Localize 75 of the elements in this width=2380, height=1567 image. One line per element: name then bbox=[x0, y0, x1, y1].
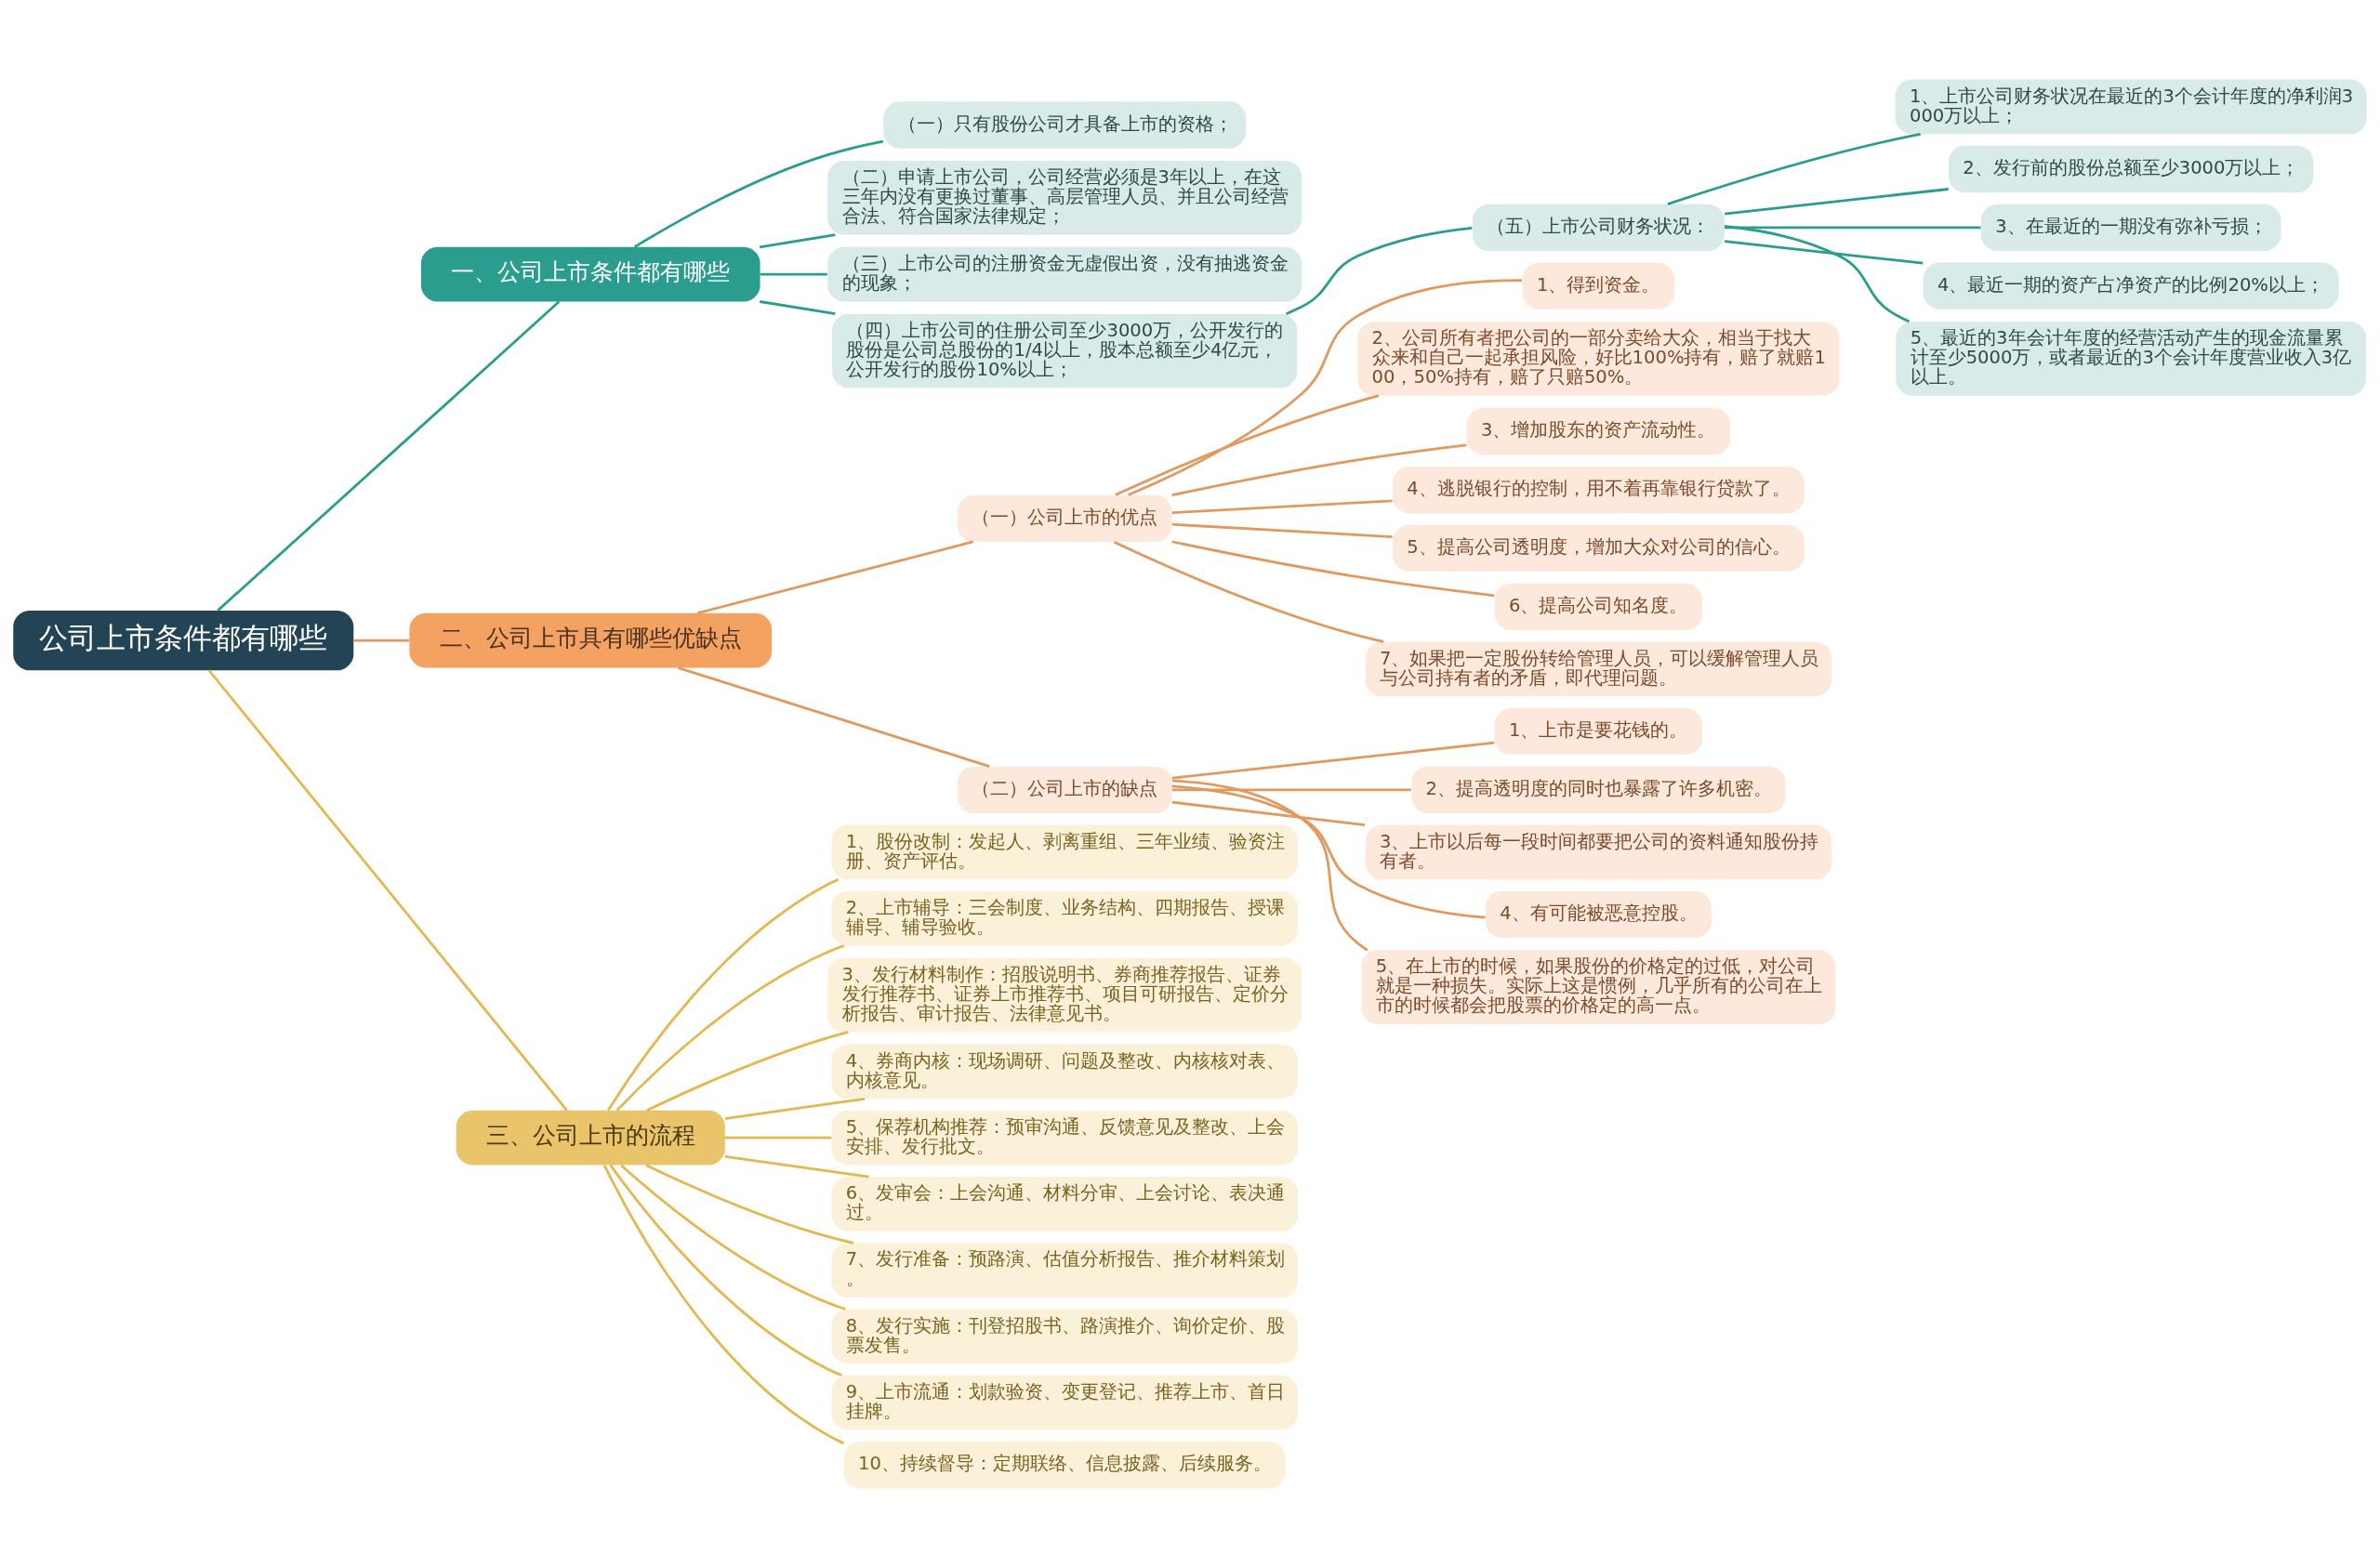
node-box: （三）上市公司的注册资金无虚假出资，没有抽逃资金的现象； bbox=[827, 246, 1302, 301]
node-box: 2、提高透明度的同时也暴露了许多机密。 bbox=[1411, 766, 1786, 813]
node-box: （五）上市公司财务状况： bbox=[1472, 204, 1725, 251]
connector bbox=[1724, 187, 1949, 215]
node-box: 5、在上市的时候，如果股份的价格定的过低，对公司就是一种损失。实际上这是惯例，几乎所有的公司在上市的时候都会把股票的价格定的高一点。 bbox=[1361, 949, 1836, 1024]
connector bbox=[1171, 499, 1393, 514]
connector bbox=[634, 139, 884, 248]
node-box: 1、得到资金。 bbox=[1522, 262, 1675, 309]
connector bbox=[1285, 226, 1473, 315]
node-box: （四）上市公司的住册公司至少3000万，公开发行的股份是公司总股份的1/4以上，股本总额至少4亿元，公开发行的股份10%以上； bbox=[832, 313, 1298, 388]
node-box: 4、最近一期的资产占净资产的比例20%以上； bbox=[1923, 262, 2339, 309]
node-box: 6、发审会：上会沟通、材料分审、上会讨论、表决通过。 bbox=[831, 1176, 1298, 1231]
node-box: 1、上市是要花钱的。 bbox=[1494, 707, 1703, 755]
node-box: 8、发行实施：刊登招股书、路演推介、询价定价、股票发售。 bbox=[831, 1309, 1298, 1363]
node-box: （一）公司上市的优点 bbox=[957, 494, 1172, 542]
connector bbox=[1171, 539, 1495, 597]
node-box: 2、上市辅导：三会制度、业务结构、四期报告、授课辅导、辅导验收。 bbox=[831, 890, 1298, 945]
connector bbox=[1724, 224, 1911, 323]
node-box: 3、增加股东的资产流动性。 bbox=[1466, 407, 1731, 454]
node-box: 7、发行准备：预路演、估值分析报告、推介材料策划。 bbox=[831, 1242, 1298, 1297]
node-box: 2、发行前的股份总额至少3000万以上； bbox=[1948, 145, 2314, 192]
node-box: （二）申请上市公司，公司经营必须是3年以上，在这三年内没有更换过董事、高层管理人员、并且公司经营合法、符合国家法律规定； bbox=[827, 160, 1302, 235]
node-box: 6、提高公司知名度。 bbox=[1494, 583, 1703, 630]
connector bbox=[678, 665, 990, 768]
node-box: 3、在最近的一期没有弥补亏损； bbox=[1980, 204, 2281, 251]
connector bbox=[1725, 239, 1924, 265]
node-box: 4、券商内核：现场调研、问题及整改、内核核对表、内核意见。 bbox=[831, 1044, 1298, 1099]
connector bbox=[1128, 278, 1523, 496]
node-box: （二）公司上市的缺点 bbox=[957, 766, 1172, 813]
node-box: 3、上市以后每一段时间都要把公司的资料通知股份持有者。 bbox=[1365, 824, 1832, 879]
node-box: 5、最近的3年会计年度的经营活动产生的现金流量累计至少5000万，或者最近的3个会计年度营业收入3亿以上。 bbox=[1896, 321, 2367, 396]
connector bbox=[724, 1136, 832, 1139]
node-box: 二、公司上市具有哪些优缺点 bbox=[409, 612, 773, 667]
connector bbox=[615, 943, 845, 1112]
node-box: 4、有可能被恶意控股。 bbox=[1485, 890, 1712, 938]
node-box: 1、股份改制：发起人、剥离重组、三年业绩、验资注册、资产评估。 bbox=[831, 824, 1298, 879]
connector bbox=[1725, 225, 1981, 229]
connector bbox=[760, 232, 836, 248]
node-box: 3、发行材料制作：招股说明书、券商推荐报告、证券发行推荐书、证券上市推荐书、项目可研报告、定价分析报告、审计报告、法律意见书。 bbox=[827, 957, 1302, 1032]
connector bbox=[1171, 443, 1467, 496]
connector bbox=[1171, 784, 1486, 918]
connector bbox=[697, 540, 973, 614]
node-box: 1、上市公司财务状况在最近的3个会计年度的净利润3000万以上； bbox=[1895, 79, 2367, 134]
connector bbox=[1171, 522, 1393, 538]
connector bbox=[1171, 741, 1495, 780]
node-box: 4、逃脱银行的控制，用不着再靠银行贷款了。 bbox=[1392, 466, 1805, 513]
connector bbox=[353, 639, 410, 641]
connector bbox=[724, 1097, 866, 1120]
connector bbox=[760, 272, 827, 276]
connector bbox=[217, 300, 561, 612]
connector bbox=[646, 1030, 849, 1112]
connector bbox=[724, 1154, 869, 1178]
connector bbox=[1171, 787, 1411, 791]
connector bbox=[1667, 132, 1921, 205]
node-box: 9、上市流通：划款验资、变更登记、推荐上市、首日挂牌。 bbox=[831, 1375, 1298, 1430]
connector bbox=[609, 1164, 843, 1376]
node-box: 7、如果把一定股份转给管理人员，可以缓解管理人员与公司持有者的矛盾，即代理问题。 bbox=[1365, 641, 1832, 696]
connector bbox=[1171, 779, 1368, 951]
connector bbox=[1171, 800, 1366, 826]
connector bbox=[607, 877, 840, 1111]
node-box: 公司上市条件都有哪些 bbox=[13, 610, 354, 670]
node-box: 三、公司上市的流程 bbox=[456, 1110, 725, 1165]
connector bbox=[207, 669, 568, 1111]
connector bbox=[645, 1163, 854, 1244]
connector bbox=[603, 1164, 845, 1444]
connector bbox=[620, 1164, 846, 1310]
connector bbox=[760, 299, 836, 315]
node-box: 5、提高公司透明度，增加大众对公司的信心。 bbox=[1392, 524, 1805, 572]
node-box: 一、公司上市条件都有哪些 bbox=[420, 246, 760, 301]
connector bbox=[1113, 540, 1384, 643]
node-box: 10、持续督导：定期联络、信息披露、后续服务。 bbox=[843, 1441, 1286, 1488]
node-box: 5、保荐机构推荐：预审沟通、反馈意见及整改、上会安排、发行批文。 bbox=[831, 1110, 1298, 1165]
connector bbox=[1115, 394, 1380, 496]
node-box: 2、公司所有者把公司的一部分卖给大众，相当于找大众来和自己一起承担风险，好比100%持有，赔了就赔100，50%持有，赔了只赔50%。 bbox=[1357, 321, 1840, 396]
node-box: （一）只有股份公司才具备上市的资格； bbox=[883, 100, 1247, 149]
